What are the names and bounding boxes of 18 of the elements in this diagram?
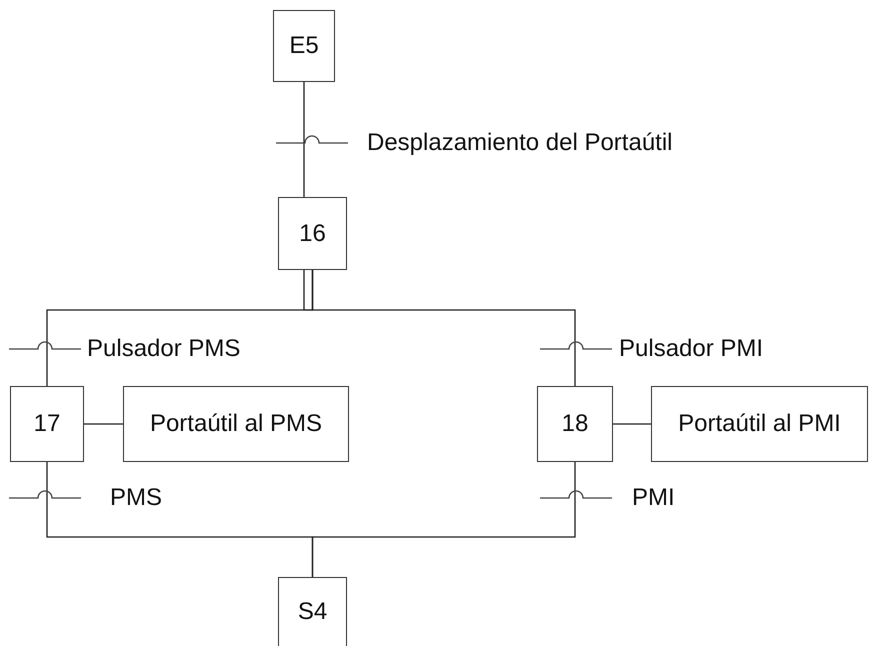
connector-line [312, 270, 576, 386]
step-box [273, 10, 335, 82]
step-label: 17 [34, 411, 60, 437]
step-label: Portaútil al PMI [678, 411, 841, 437]
step-label: 18 [562, 411, 588, 437]
step-box [278, 197, 347, 270]
step-label: E5 [289, 33, 319, 59]
step-label: Portaútil al PMS [150, 411, 322, 437]
action-box [651, 386, 868, 462]
connector-line [84, 423, 123, 425]
step-box [10, 386, 84, 462]
step-label: 16 [299, 220, 326, 246]
step-box [278, 577, 347, 646]
connector-line [613, 423, 651, 425]
step-label: S4 [298, 599, 328, 625]
connector-line [312, 462, 576, 577]
action-box [123, 386, 349, 462]
step-box [537, 386, 613, 462]
